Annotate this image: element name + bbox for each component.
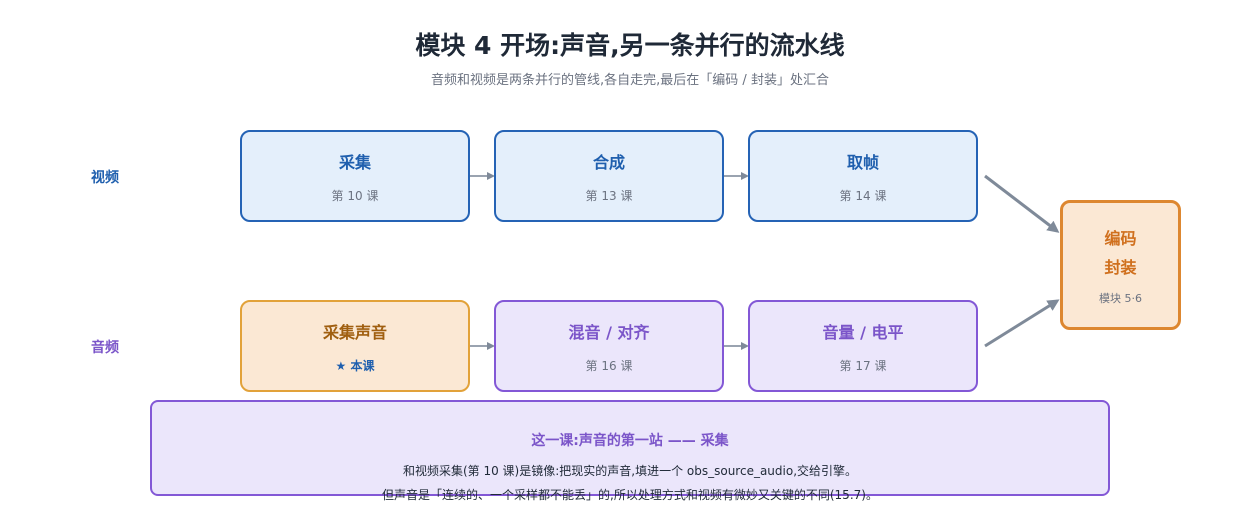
step-video-frame: 取帧 第 14 课 <box>748 130 978 222</box>
callout-title: 这一课:声音的第一站 —— 采集 <box>531 433 729 449</box>
lane-label-audio: 音频 <box>91 340 119 356</box>
arrow-video-to-encode <box>984 174 1060 233</box>
arrow-audio-to-encode <box>984 299 1060 348</box>
step-audio-capture: 采集声音 ★ 本课 <box>240 300 470 392</box>
step-name: 取帧 <box>846 152 879 172</box>
step-name: 合成 <box>592 152 625 172</box>
step-lesson: 第 14 课 <box>839 188 887 203</box>
current-lesson-badge: ★ 本课 <box>335 358 375 373</box>
encode-label: 编码 <box>1104 229 1137 248</box>
step-module: 模块 5·6 <box>1099 292 1142 305</box>
callout-line-1: 和视频采集(第 10 课)是镜像:把现实的声音,填进一个 obs_source_… <box>402 464 858 478</box>
step-audio-mix: 混音 / 对齐 第 16 课 <box>494 300 724 392</box>
step-name: 采集声音 <box>322 322 387 342</box>
lane-label-video: 视频 <box>91 170 119 186</box>
step-name: 采集 <box>338 152 371 172</box>
step-video-composite: 合成 第 13 课 <box>494 130 724 222</box>
step-name: 音量 / 电平 <box>822 322 904 342</box>
step-lesson: 第 17 课 <box>839 358 887 373</box>
step-name: 混音 / 对齐 <box>568 322 650 342</box>
mux-label: 封装 <box>1104 258 1137 277</box>
page-title: 模块 4 开场:声音,另一条并行的流水线 <box>415 31 845 60</box>
step-lesson: 第 13 课 <box>585 188 633 203</box>
step-video-capture: 采集 第 10 课 <box>240 130 470 222</box>
callout-line-2: 但声音是「连续的、一个采样都不能丢」的,所以处理方式和视频有微妙又关键的不同(1… <box>382 488 878 502</box>
page-subtitle: 音频和视频是两条并行的管线,各自走完,最后在「编码 / 封装」处汇合 <box>431 73 829 88</box>
step-encode-mux: 编码 封装 模块 5·6 <box>1060 200 1181 330</box>
step-lesson: 第 16 课 <box>585 358 633 373</box>
step-audio-level: 音量 / 电平 第 17 课 <box>748 300 978 392</box>
lesson-callout: 这一课:声音的第一站 —— 采集 和视频采集(第 10 课)是镜像:把现实的声音… <box>150 400 1110 502</box>
step-lesson: 第 10 课 <box>331 188 379 203</box>
